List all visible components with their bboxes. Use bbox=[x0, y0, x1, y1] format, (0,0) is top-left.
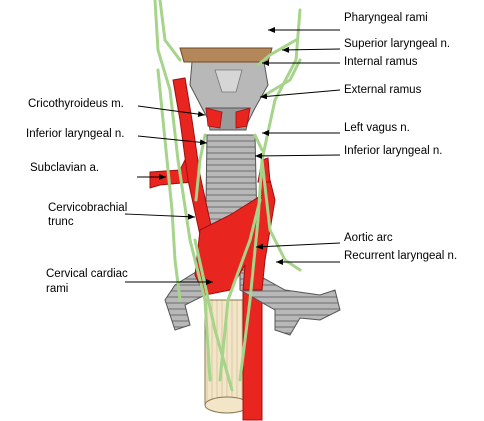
label-cervicobrachial-1: Cervicobrachial bbox=[48, 202, 128, 214]
label-cervical-cardiac-2: rami bbox=[46, 283, 69, 295]
label-left-vagus: Left vagus n. bbox=[344, 122, 410, 134]
label-internal-ramus: Internal ramus bbox=[344, 56, 418, 68]
label-cricothyroideus: Cricothyroideus m. bbox=[28, 98, 124, 110]
nerves bbox=[153, 0, 302, 392]
label-recurrent-laryngeal: Recurrent laryngeal n. bbox=[344, 250, 458, 262]
larynx bbox=[189, 61, 269, 131]
cricothyroid-muscle bbox=[205, 107, 251, 129]
label-aortic-arc: Aortic arc bbox=[344, 232, 393, 244]
label-subclavian: Subclavian a. bbox=[30, 162, 100, 174]
label-cervicobrachial-2: trunc bbox=[48, 216, 74, 228]
label-cervical-cardiac-1: Cervical cardiac bbox=[46, 268, 128, 280]
epiglottis bbox=[179, 47, 273, 63]
label-pointers bbox=[124, 27, 341, 285]
label-superior-laryngeal: Superior laryngeal n. bbox=[344, 38, 451, 50]
label-inferior-laryngeal-right: Inferior laryngeal n. bbox=[344, 145, 443, 157]
aortic-arch bbox=[194, 179, 276, 296]
label-external-ramus: External ramus bbox=[344, 84, 422, 96]
label-inferior-laryngeal-left: Inferior laryngeal n. bbox=[26, 128, 125, 140]
descending-aorta bbox=[242, 289, 263, 421]
label-pharyngeal-rami: Pharyngeal rami bbox=[344, 12, 428, 24]
